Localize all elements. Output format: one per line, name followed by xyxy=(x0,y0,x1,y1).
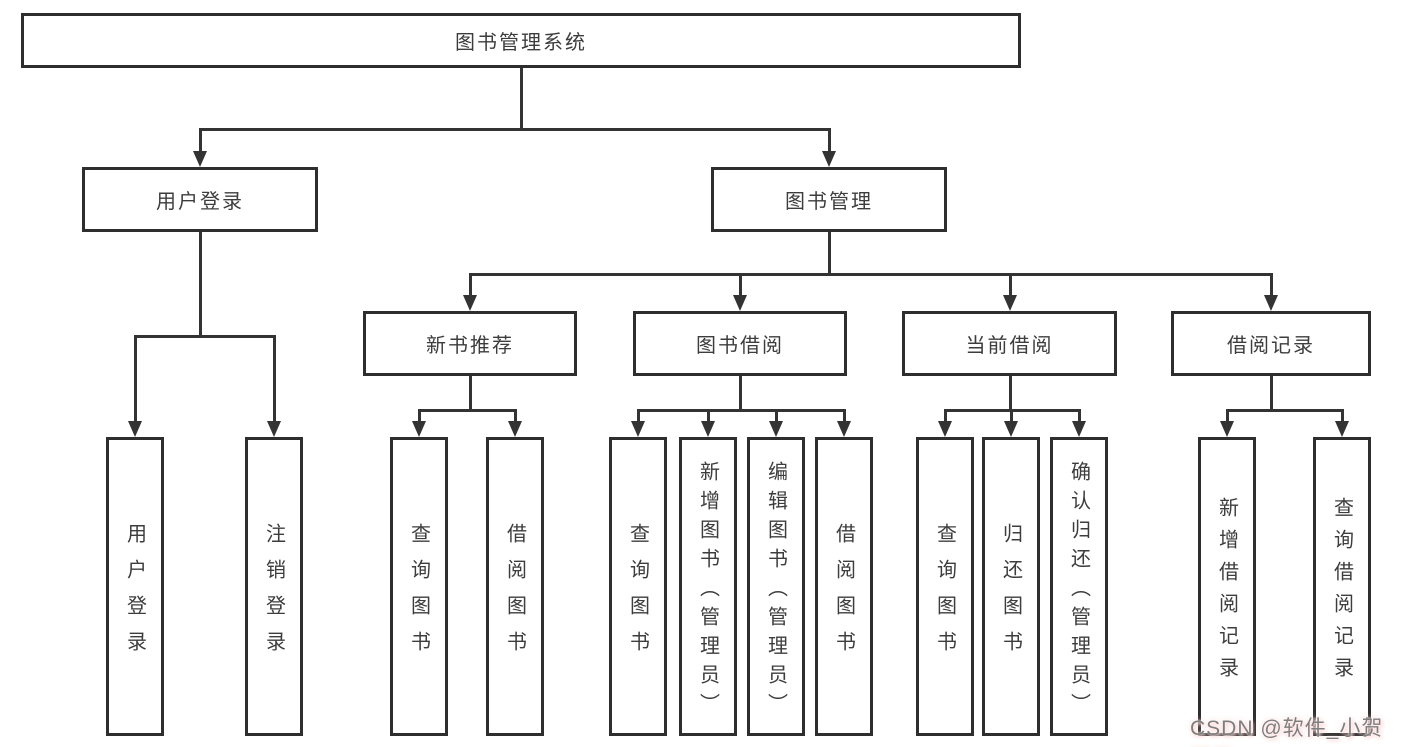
arrow-down-icon xyxy=(822,128,836,167)
node-user-login: 用户登录 xyxy=(82,167,318,232)
connector-book-borrowing-branch xyxy=(636,409,846,412)
leaf-label: 查询图书 xyxy=(933,522,956,667)
arrow-down-icon xyxy=(193,128,207,167)
arrow-down-icon xyxy=(769,409,783,437)
leaf-query-books-borrow: 查询图书 xyxy=(609,437,667,736)
node-book-borrowing: 图书借阅 xyxy=(633,311,847,376)
arrow-down-icon xyxy=(1220,409,1234,437)
leaf-borrow-books-recommend: 借阅图书 xyxy=(486,437,544,736)
leaf-query-books-current: 查询图书 xyxy=(916,437,974,736)
leaf-label: 借阅图书 xyxy=(503,522,526,667)
connector-user-login-branch xyxy=(133,335,276,338)
node-label: 用户登录 xyxy=(156,191,244,213)
leaf-label: 注销登录 xyxy=(262,522,285,667)
csdn-watermark: CSDN @软件_小贺同学 xyxy=(1190,717,1384,740)
leaf-add-books-admin: 新增图书（管理员） xyxy=(679,437,737,736)
arrow-down-icon xyxy=(1264,273,1278,311)
node-library-management-system: 图书管理系统 xyxy=(21,13,1021,68)
node-label: 当前借阅 xyxy=(965,335,1054,357)
leaf-return-books: 归还图书 xyxy=(982,437,1040,736)
leaf-query-books-recommend: 查询图书 xyxy=(390,437,448,736)
leaf-label: 查询图书 xyxy=(407,522,430,667)
leaf-borrow-books: 借阅图书 xyxy=(815,437,873,736)
leaf-label: 用户登录 xyxy=(123,522,146,667)
connector-user-login-stub xyxy=(198,232,202,335)
leaf-add-borrow-record: 新增借阅记录 xyxy=(1198,437,1256,736)
leaf-label: 借阅图书 xyxy=(832,522,855,667)
connector-new-book-branch xyxy=(417,409,517,412)
leaf-label: 编辑图书（管理员） xyxy=(764,460,787,722)
node-current-borrowing: 当前借阅 xyxy=(902,311,1117,376)
node-label: 图书管理 xyxy=(785,191,873,213)
leaf-label: 新增图书（管理员） xyxy=(696,460,719,722)
arrow-down-icon xyxy=(128,335,142,437)
leaf-label: 归还图书 xyxy=(999,522,1022,667)
connector-new-book-stub xyxy=(468,376,472,409)
connector-book-borrowing-stub xyxy=(738,376,742,409)
connector-borrowing-records-branch xyxy=(1225,409,1344,412)
leaf-confirm-return-admin: 确认归还（管理员） xyxy=(1050,437,1108,736)
connector-current-borrowing-stub xyxy=(1008,376,1012,409)
node-borrowing-records: 借阅记录 xyxy=(1171,311,1371,376)
node-label: 图书管理系统 xyxy=(455,32,587,54)
arrow-down-icon xyxy=(1004,409,1018,437)
leaf-edit-books-admin: 编辑图书（管理员） xyxy=(747,437,805,736)
leaf-label: 查询图书 xyxy=(626,522,649,667)
arrow-down-icon xyxy=(267,335,281,437)
connector-book-management-stub xyxy=(827,232,831,273)
leaf-label: 确认归还（管理员） xyxy=(1067,460,1090,722)
node-label: 图书借阅 xyxy=(696,335,784,357)
leaf-logout: 注销登录 xyxy=(245,437,303,736)
arrow-down-icon xyxy=(1335,409,1349,437)
arrow-down-icon xyxy=(733,273,747,311)
connector-root-stub xyxy=(519,68,523,128)
leaf-label: 新增借阅记录 xyxy=(1215,496,1238,689)
leaf-user-login: 用户登录 xyxy=(106,437,164,736)
node-label: 新书推荐 xyxy=(426,335,514,357)
arrow-down-icon xyxy=(701,409,715,437)
arrow-down-icon xyxy=(631,409,645,437)
arrow-down-icon xyxy=(463,273,477,311)
arrow-down-icon xyxy=(1003,273,1017,311)
node-book-management: 图书管理 xyxy=(711,167,947,232)
arrow-down-icon xyxy=(837,409,851,437)
leaf-label: 查询借阅记录 xyxy=(1330,496,1353,689)
connector-book-management-branch xyxy=(468,273,1273,276)
arrow-down-icon xyxy=(412,409,426,437)
connector-root-branch xyxy=(198,128,831,131)
node-label: 借阅记录 xyxy=(1227,335,1315,357)
arrow-down-icon xyxy=(1072,409,1086,437)
arrow-down-icon xyxy=(938,409,952,437)
leaf-query-borrow-record: 查询借阅记录 xyxy=(1313,437,1371,736)
connector-borrowing-records-stub xyxy=(1269,376,1273,409)
arrow-down-icon xyxy=(508,409,522,437)
node-new-book-recommendation: 新书推荐 xyxy=(363,311,577,376)
